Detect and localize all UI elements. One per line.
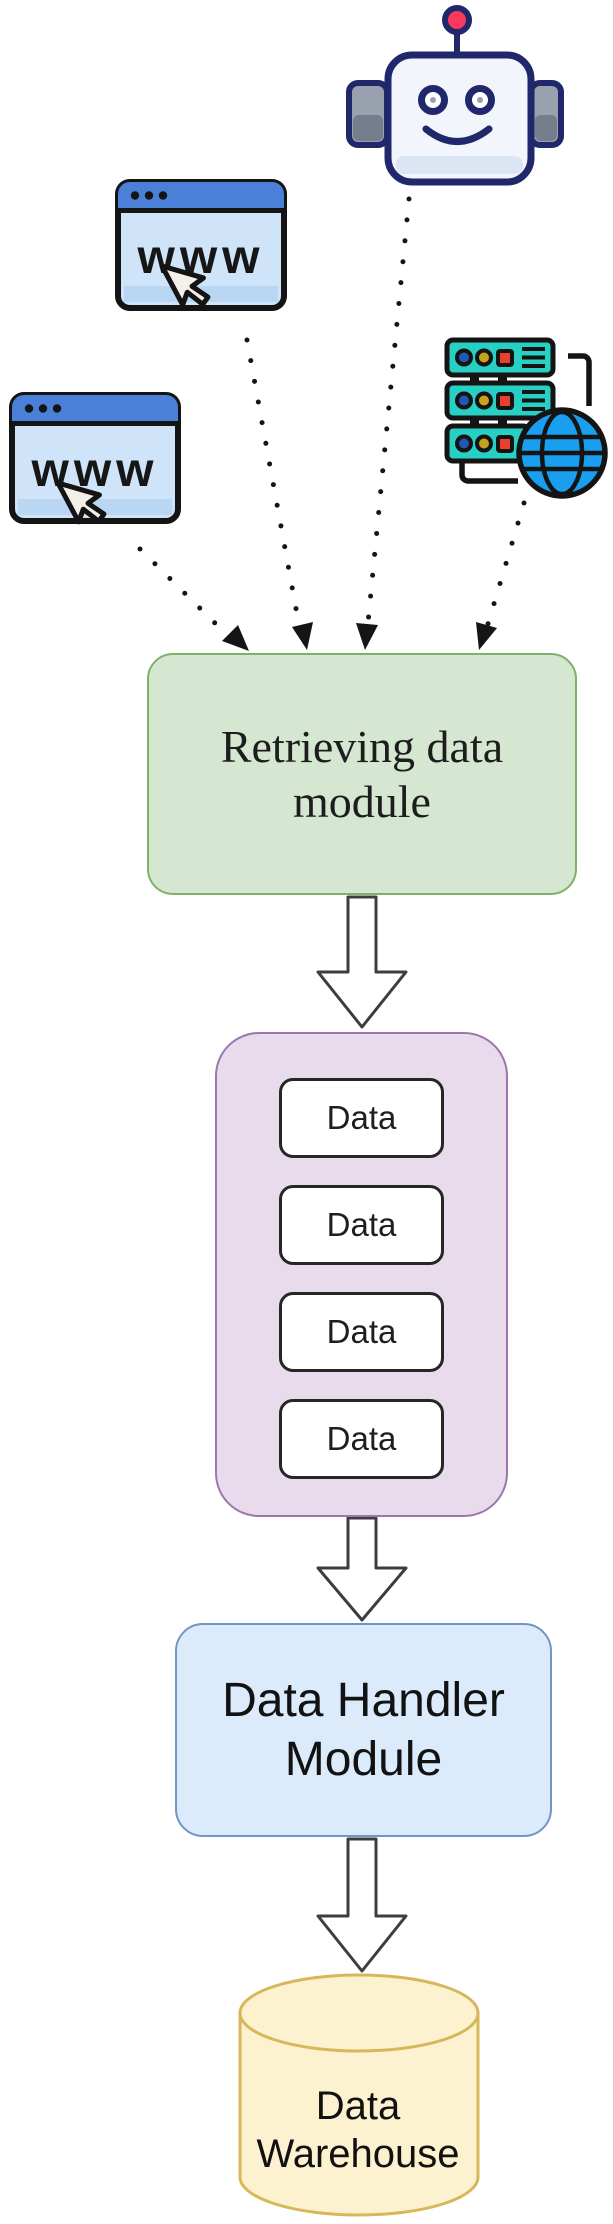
dotted-arrow-from-server <box>485 500 527 627</box>
cursor-icon <box>55 480 107 525</box>
data-chip: Data <box>279 1292 444 1372</box>
data-warehouse-node: Data Warehouse <box>238 2080 478 2180</box>
database-cylinder-shape <box>238 1973 480 2217</box>
browser-dots-icon <box>130 191 168 200</box>
handler-label-line1: Data Handler <box>222 1674 505 1727</box>
data-chip-label: Data <box>326 1313 397 1350</box>
retrieving-data-module-node: Retrieving data module <box>147 653 577 895</box>
block-arrow-retrieving-to-buffer <box>316 895 408 1029</box>
browser-title-divider <box>118 208 284 213</box>
warehouse-label-line1: Data <box>315 2084 401 2128</box>
block-arrow-handler-to-warehouse <box>316 1837 408 1973</box>
cursor-icon <box>159 263 211 308</box>
arrowhead-browser-bottom <box>222 625 249 651</box>
retrieving-label-line2: module <box>293 776 431 827</box>
data-chip-label: Data <box>326 1206 397 1243</box>
browser-bottom-icon: www <box>9 392 181 525</box>
data-handler-module-node: Data Handler Module <box>175 1623 552 1837</box>
data-chip: Data <box>279 1078 444 1158</box>
dotted-arrow-from-browser-top <box>244 337 302 628</box>
server-leds <box>455 348 514 453</box>
dotted-arrow-from-browser-bottom <box>137 546 229 637</box>
dotted-arrow-from-robot <box>365 196 412 626</box>
arrowhead-browser-top <box>292 622 313 650</box>
arrowhead-robot <box>356 623 378 650</box>
server-brackets <box>459 353 592 484</box>
data-chip-label: Data <box>326 1099 397 1136</box>
data-chip: Data <box>279 1185 444 1265</box>
arrowhead-server <box>476 622 497 650</box>
browser-address-text: www <box>30 444 158 497</box>
data-chip: Data <box>279 1399 444 1479</box>
browser-top-icon: www <box>115 179 287 311</box>
server-globe-icon <box>444 337 608 499</box>
data-chip-label: Data <box>326 1420 397 1457</box>
cylinder-top-ellipse <box>238 2012 480 2053</box>
robot-eyes <box>418 85 495 115</box>
server-rack <box>444 337 556 464</box>
browser-dots-icon <box>24 404 62 413</box>
robot-antenna-ball <box>442 5 472 35</box>
cylinder-body <box>238 1973 480 2217</box>
robot-icon <box>346 5 564 186</box>
robot-head <box>384 51 535 186</box>
server-vent-lines <box>522 347 545 411</box>
browser-title-bar <box>12 395 178 421</box>
browser-title-bar <box>118 182 284 208</box>
handler-label-line2: Module <box>284 1733 443 1786</box>
retrieving-label-line1: Retrieving data <box>220 721 504 772</box>
globe-icon <box>516 407 608 499</box>
data-buffer-container: Data Data Data Data <box>215 1032 508 1517</box>
robot-smile <box>422 125 493 145</box>
browser-title-divider <box>12 421 178 426</box>
warehouse-label-line2: Warehouse <box>256 2132 460 2176</box>
block-arrow-buffer-to-handler <box>316 1516 408 1622</box>
robot-head-shade <box>396 156 523 174</box>
